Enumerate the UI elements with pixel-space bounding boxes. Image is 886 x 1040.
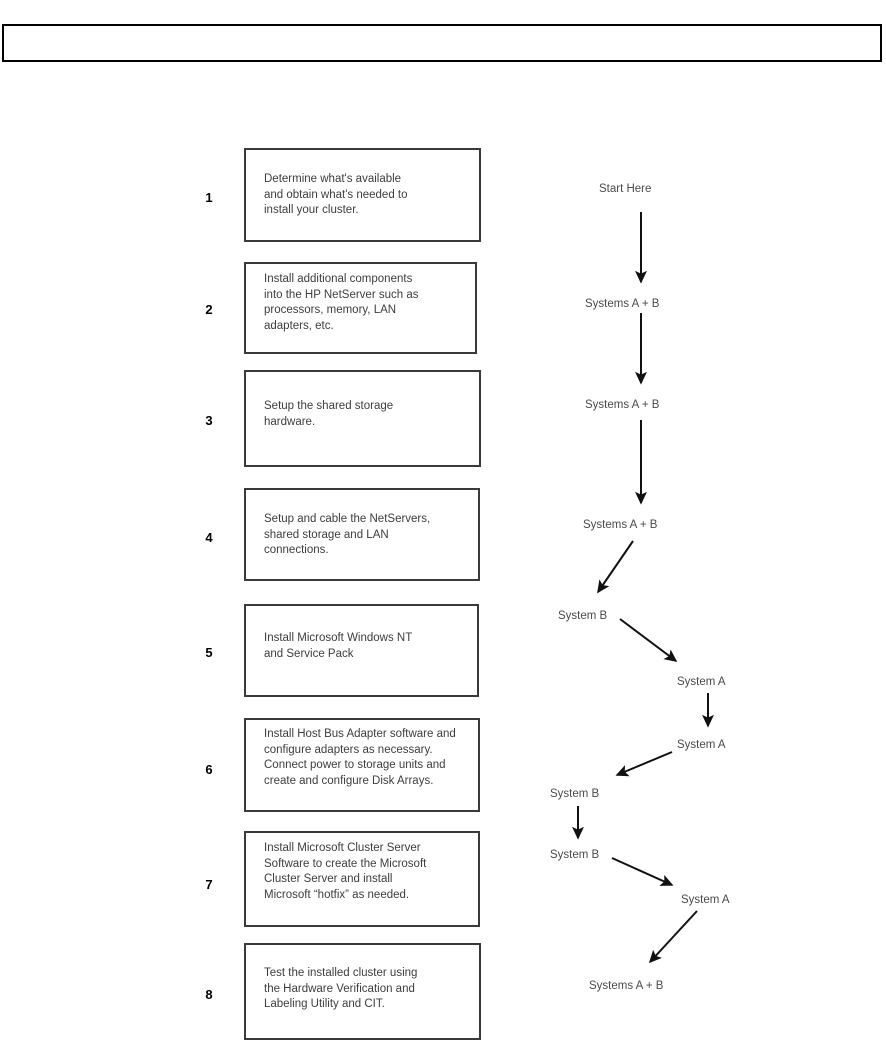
flow-label: System A — [677, 676, 726, 688]
arrow-system-a-3-to-systems-ab-4 — [648, 910, 698, 964]
flow-label: Systems A + B — [585, 298, 660, 310]
flow-label: Systems A + B — [589, 980, 664, 992]
step-text-4: Setup and cable the NetServers, shared s… — [264, 513, 431, 556]
flow-label: System A — [677, 739, 726, 751]
flow-label: System B — [550, 849, 600, 861]
arrow-systems-ab-3-to-system-b-1 — [597, 540, 634, 594]
step-box-7 — [244, 831, 480, 927]
step-number-8: 8 — [205, 987, 213, 1002]
step-box-1 — [244, 148, 481, 242]
step-number-7: 7 — [205, 877, 213, 892]
step-number-2: 2 — [205, 302, 213, 317]
step-box-6 — [244, 718, 480, 812]
arrow-system-b-1-to-system-a-1 — [619, 618, 678, 662]
flow-label: Start Here — [599, 183, 652, 195]
flow-label: Systems A + B — [585, 399, 660, 411]
step-box-3 — [244, 370, 481, 467]
step-text-8: Test the installed cluster using the Har… — [264, 967, 418, 1010]
step-box-8 — [244, 943, 481, 1040]
flow-label: Systems A + B — [583, 519, 658, 531]
step-number-5: 5 — [205, 645, 213, 660]
step-box-4 — [244, 488, 480, 581]
step-box-2 — [244, 262, 477, 354]
step-text-1: Determine what's available and obtain wh… — [264, 173, 408, 216]
step-text-5: Install Microsoft Windows NT and Service… — [264, 632, 413, 660]
header-banner — [2, 24, 882, 62]
step-text-6: Install Host Bus Adapter software and co… — [264, 728, 456, 787]
flow-label: System B — [558, 610, 608, 622]
step-text-2: Install additional components into the H… — [264, 273, 419, 332]
step-text-7: Install Microsoft Cluster Server Softwar… — [264, 842, 427, 901]
step-box-5 — [244, 604, 479, 697]
flow-label: System B — [550, 788, 600, 800]
arrow-system-b-3-to-system-a-3 — [611, 857, 674, 886]
flow-label: System A — [681, 894, 730, 906]
arrow-system-a-2-to-system-b-2 — [615, 751, 673, 777]
step-number-4: 4 — [205, 530, 213, 545]
step-number-1: 1 — [205, 190, 213, 205]
step-text-3: Setup the shared storage hardware. — [264, 400, 394, 428]
step-number-3: 3 — [205, 413, 213, 428]
step-number-6: 6 — [205, 762, 213, 777]
